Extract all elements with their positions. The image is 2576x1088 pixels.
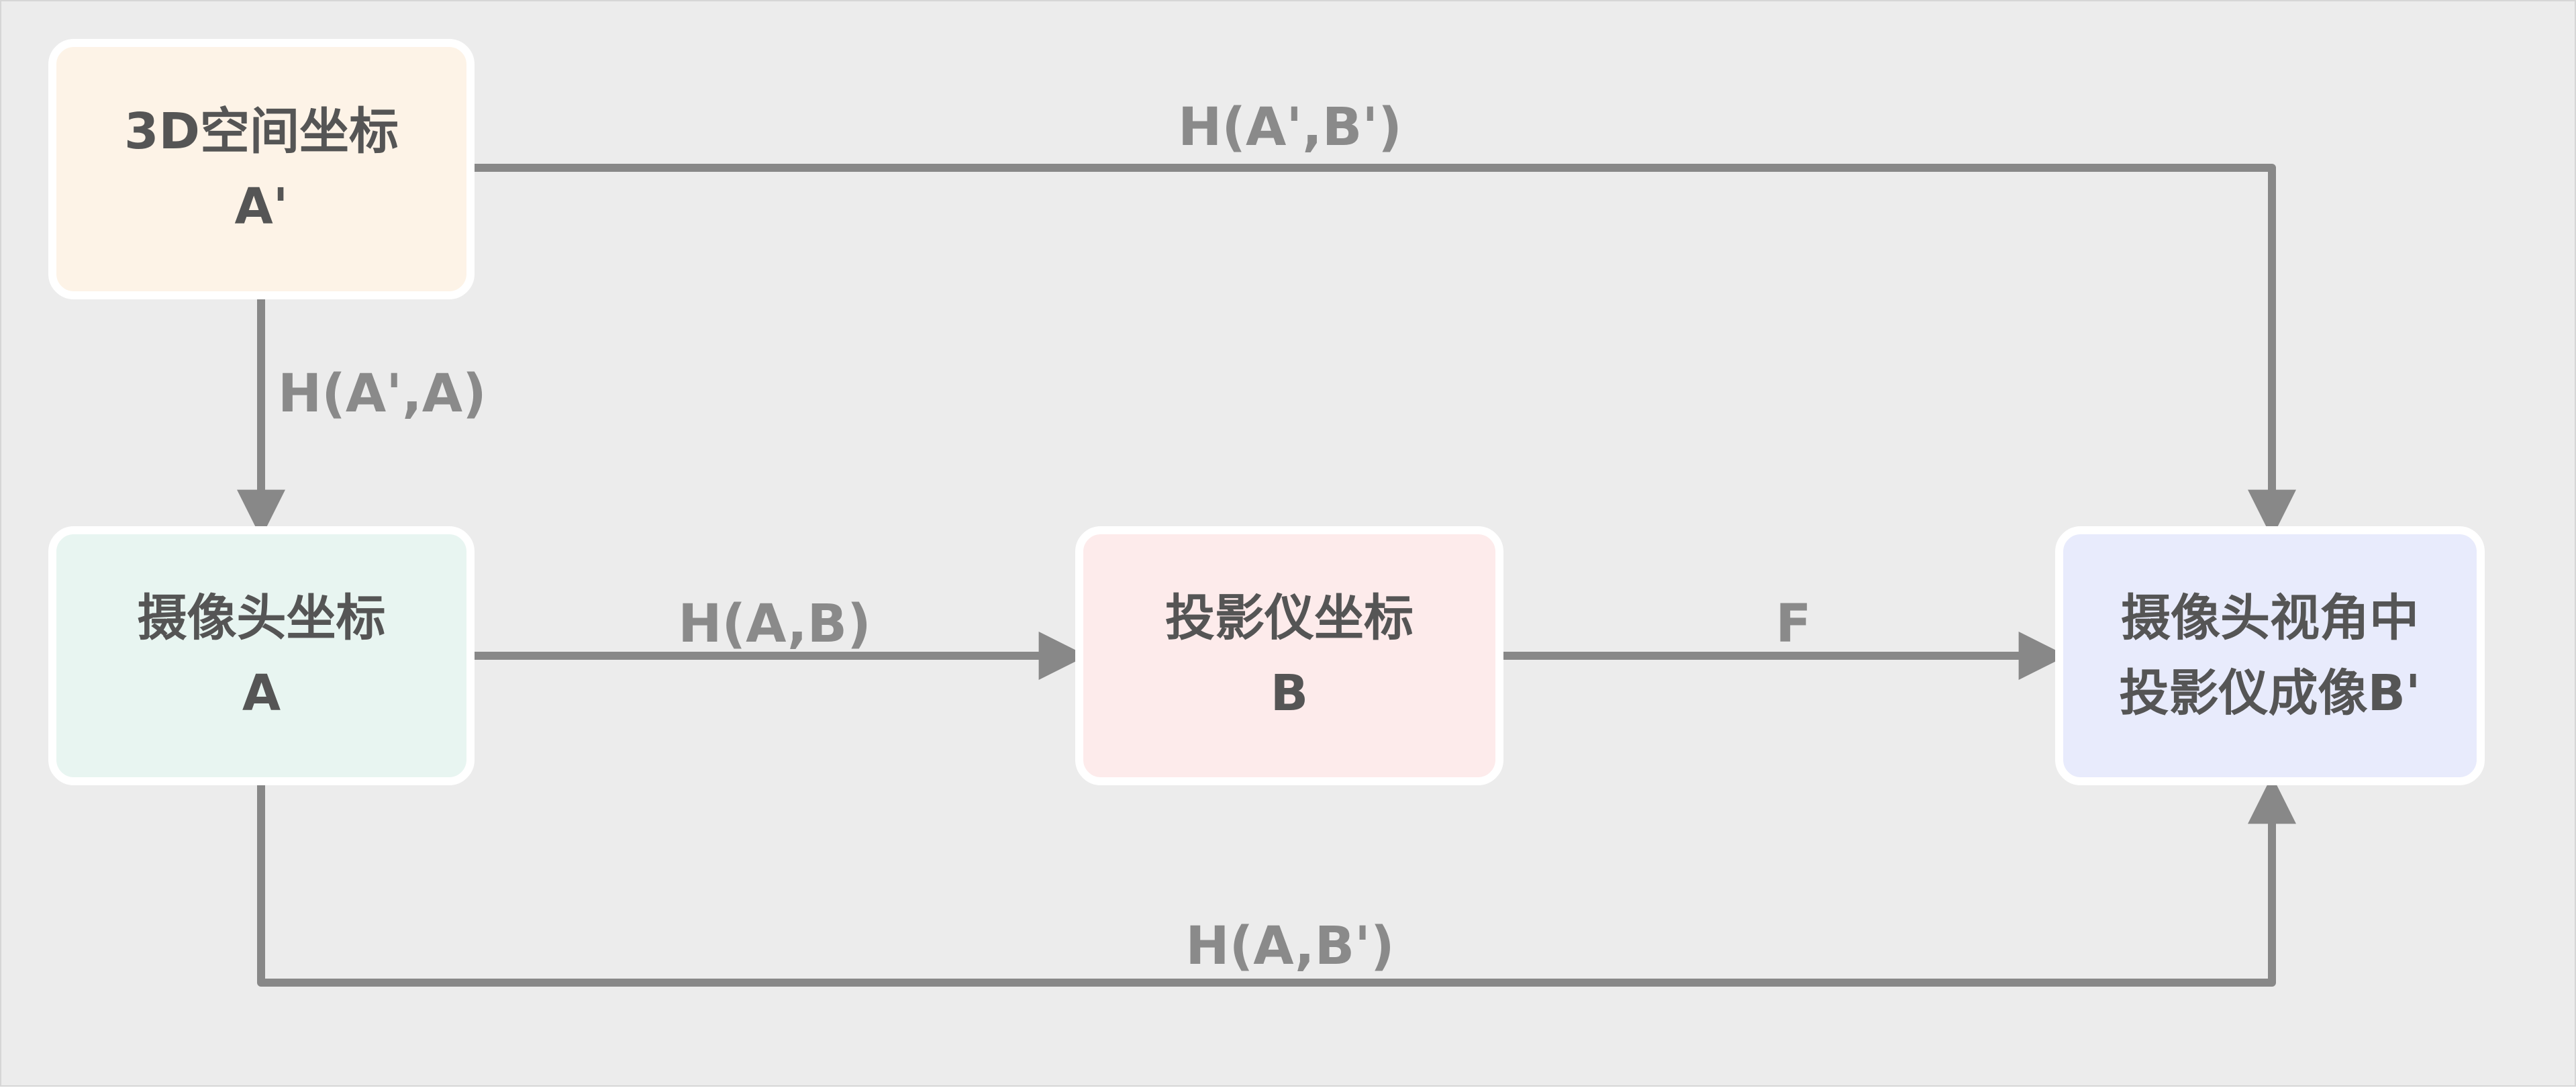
node-result-line2: 投影仪成像B' (2119, 664, 2421, 722)
node-camera-symbol: A (242, 664, 281, 722)
node-3d-space-symbol: A' (234, 178, 289, 236)
node-projector-symbol: B (1270, 664, 1309, 722)
node-camera-view-projector-image: 摄像头视角中 投影仪成像B' (2055, 526, 2485, 785)
node-3d-space-coordinates: 3D空间坐标 A' (48, 39, 475, 299)
edge-camera-to-result (257, 775, 2296, 987)
edge-label-camera-to-result: H(A,B') (1185, 916, 1395, 977)
node-3d-space-title: 3D空间坐标 (124, 103, 399, 160)
node-camera-coordinates: 摄像头坐标 A (48, 526, 475, 785)
node-projector-coordinates: 投影仪坐标 B (1075, 526, 1503, 785)
node-projector-title: 投影仪坐标 (1165, 589, 1414, 647)
edge-space3d-to-result (471, 164, 2296, 538)
node-result-line1: 摄像头视角中 (2121, 589, 2419, 647)
edge-label-camera-to-projector: H(A,B) (678, 594, 871, 654)
edge-label-space3d-to-result: H(A',B') (1178, 97, 1402, 158)
edge-label-projector-to-result: F (1775, 594, 1812, 654)
node-camera-title: 摄像头坐标 (137, 589, 386, 647)
edge-label-space3d-to-camera: H(A',A) (278, 364, 487, 424)
